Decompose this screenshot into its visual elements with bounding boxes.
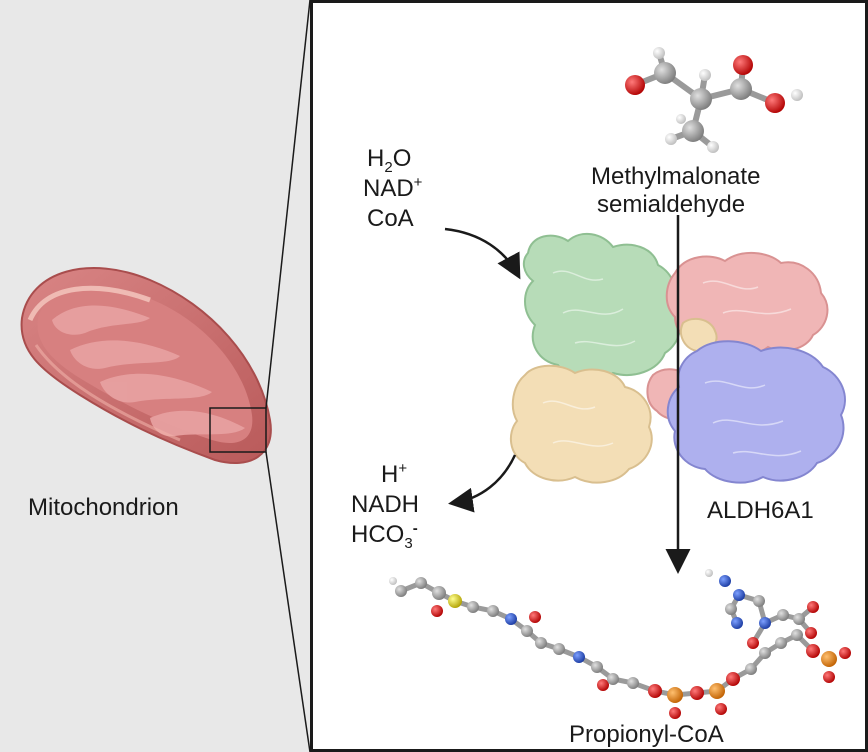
propionyl-coa-atoms bbox=[389, 569, 851, 719]
subunit-green bbox=[522, 232, 681, 381]
product-label: Propionyl-CoA bbox=[569, 721, 724, 748]
mitochondrion-label: Mitochondrion bbox=[28, 494, 179, 521]
output-nadh: NADH bbox=[351, 491, 420, 518]
enzyme-label: ALDH6A1 bbox=[707, 497, 814, 524]
subunit-blue bbox=[666, 340, 846, 484]
left-panel: Mitochondrion bbox=[0, 0, 310, 752]
mitochondrion-illustration bbox=[20, 0, 310, 752]
substrate-label-line2: semialdehyde bbox=[597, 191, 746, 218]
aldh6a1-protein bbox=[509, 232, 846, 484]
subunit-tan bbox=[509, 317, 718, 484]
substrate-label-line1: Methylmalonate bbox=[591, 163, 761, 190]
input-nad: NAD+ bbox=[363, 174, 423, 202]
output-bicarbonate: HCO3- bbox=[351, 520, 418, 552]
methylmalonate-atoms bbox=[625, 47, 803, 153]
zoom-box bbox=[209, 407, 267, 453]
product-output-arrow bbox=[448, 454, 517, 513]
output-proton: H+ bbox=[381, 460, 408, 488]
input-water: H2O bbox=[367, 145, 412, 176]
cofactor-input-arrow bbox=[444, 227, 521, 280]
reaction-panel: H2O NAD+ CoA Methylmalonate semialdehyde… bbox=[310, 0, 868, 752]
input-coa: CoA bbox=[367, 205, 414, 232]
reaction-diagram bbox=[389, 47, 851, 719]
protein-texture bbox=[542, 270, 802, 457]
mitochondrion bbox=[20, 267, 272, 465]
